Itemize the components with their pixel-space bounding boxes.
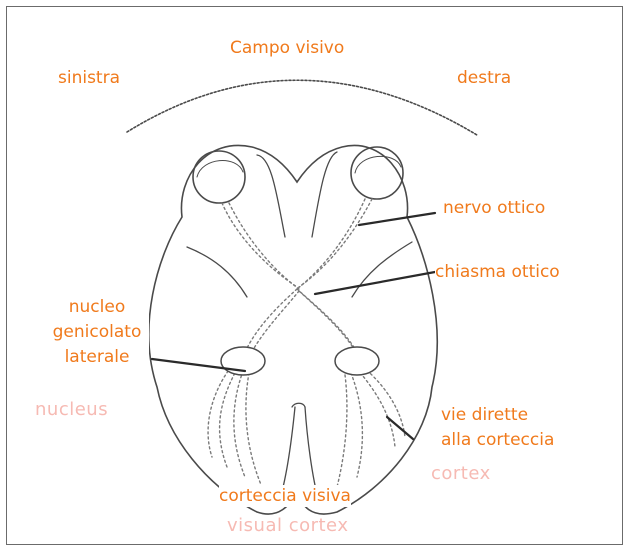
label-nervo-ottico: nervo ottico bbox=[443, 197, 545, 219]
right-lgn bbox=[335, 347, 379, 375]
label-sinistra: sinistra bbox=[58, 67, 120, 89]
label-vie-dirette: vie dirette alla corteccia bbox=[441, 403, 554, 453]
label-nucleo-line3: laterale bbox=[45, 345, 149, 370]
label-campo-visivo: Campo visivo bbox=[230, 37, 344, 59]
brain-outline bbox=[149, 145, 437, 514]
label-corteccia-visiva: corteccia visiva bbox=[219, 485, 351, 507]
label-destra: destra bbox=[457, 67, 511, 89]
visual-field-arc bbox=[127, 80, 477, 135]
label-vie-line1: vie dirette bbox=[441, 403, 554, 428]
diagram-frame: nucleus cortex visual cortex bbox=[6, 6, 623, 545]
label-nucleo-line1: nucleo bbox=[45, 295, 149, 320]
label-vie-line2: alla corteccia bbox=[441, 428, 554, 453]
right-eye bbox=[351, 147, 403, 199]
pointer-vie-dirette bbox=[387, 417, 413, 439]
left-eye bbox=[193, 151, 245, 203]
label-nucleo-line2: genicolato bbox=[45, 320, 149, 345]
pointer-nervo-ottico bbox=[359, 213, 435, 225]
label-nucleo-genicolato-laterale: nucleo genicolato laterale bbox=[45, 295, 149, 370]
pointer-chiasma-ottico bbox=[315, 272, 435, 294]
label-chiasma-ottico: chiasma ottico bbox=[435, 261, 560, 283]
